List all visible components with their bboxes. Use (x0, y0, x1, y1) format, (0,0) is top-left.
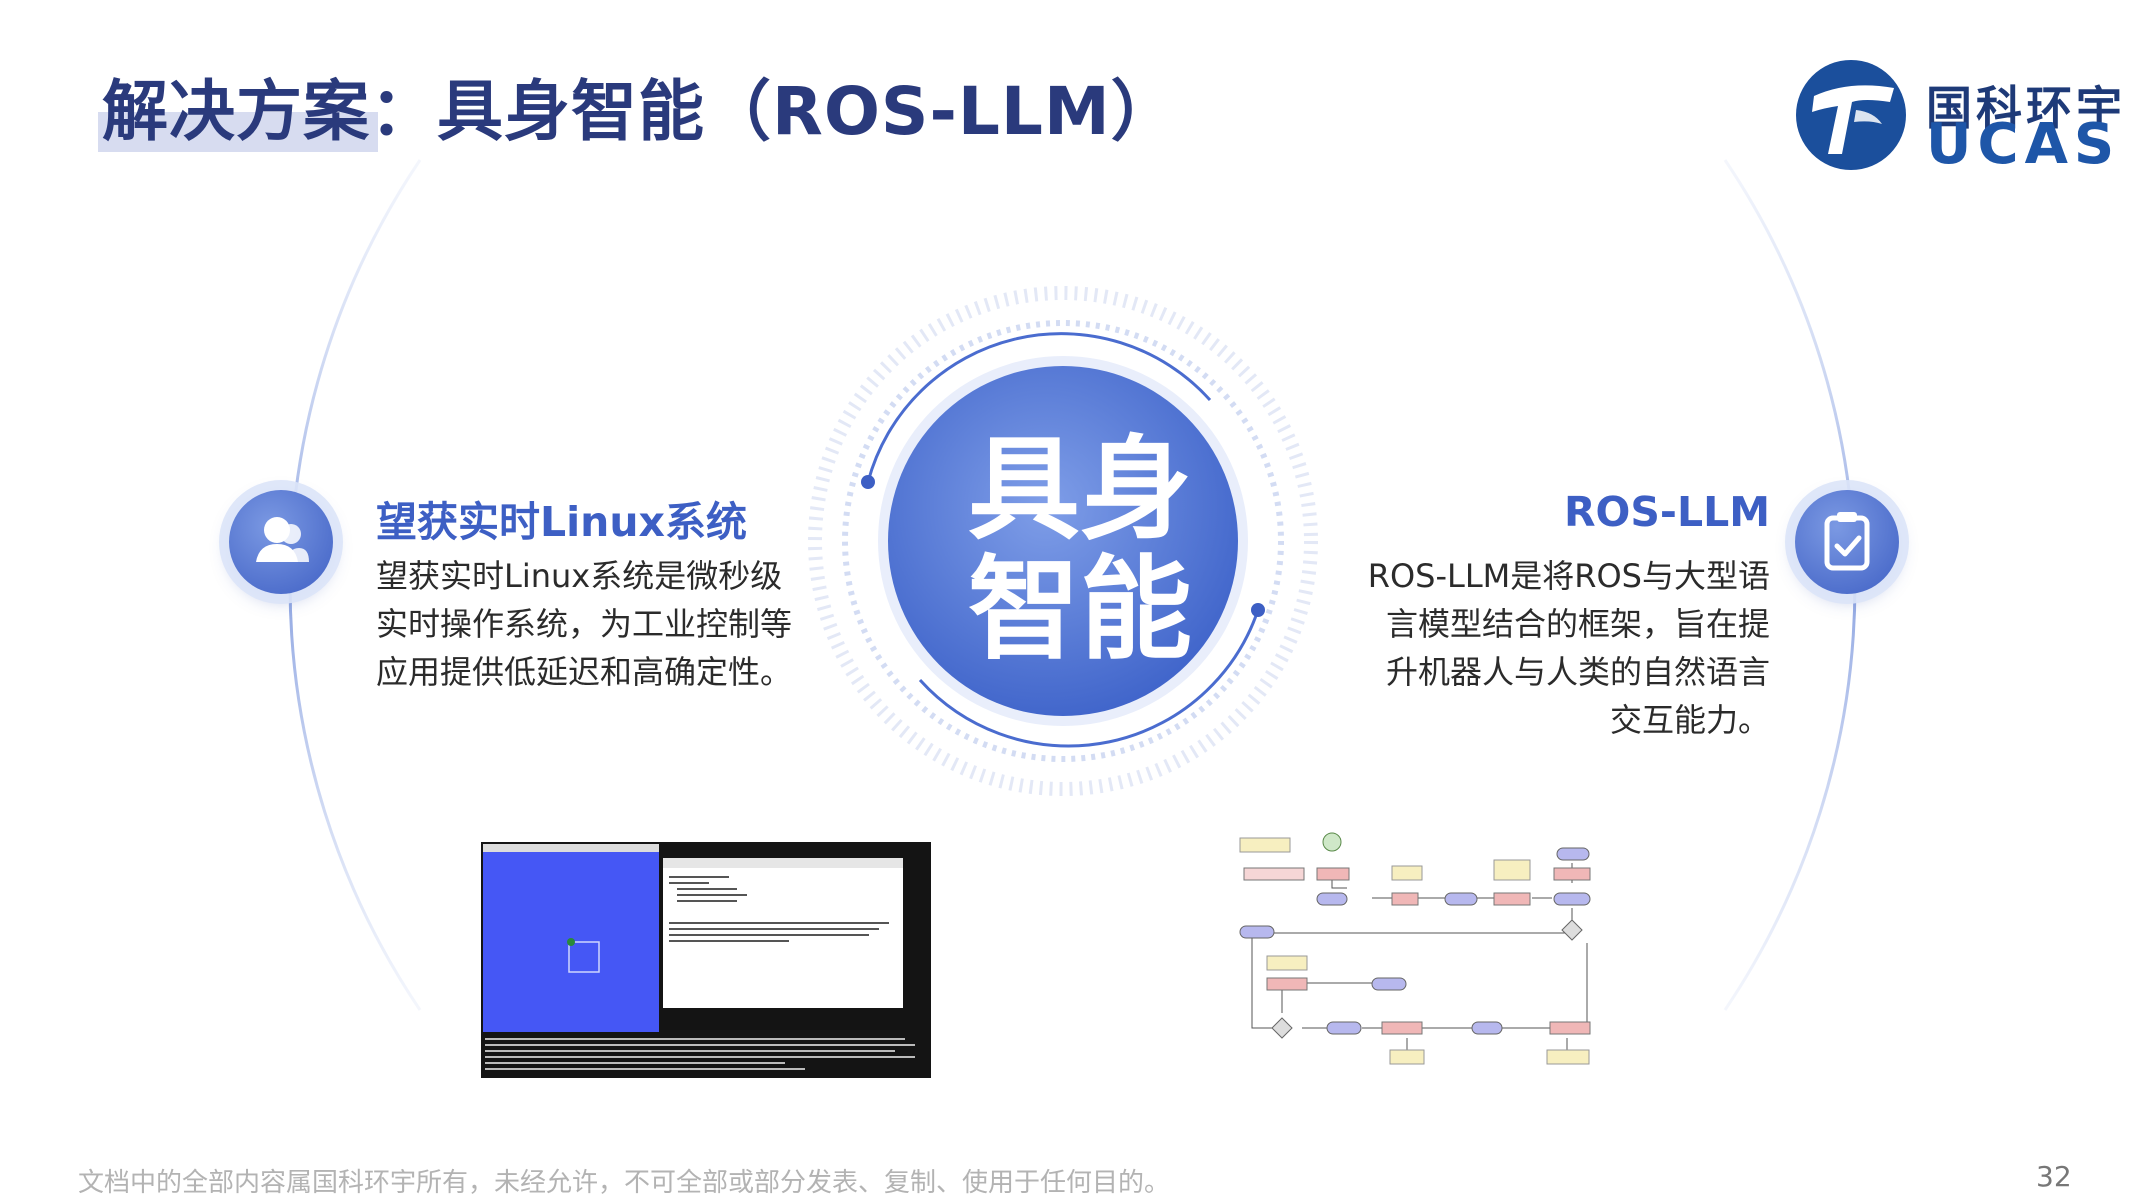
right-heading: ROS-LLM (1563, 488, 1770, 536)
logo-english-text: UCAS (1926, 112, 2121, 177)
center-label-line2: 智能 (968, 545, 1192, 675)
center-label-line1: 具身 (968, 425, 1192, 555)
left-description: 望获实时Linux系统是微秒级实时操作系统，为工业控制等应用提供低延迟和高确定性… (376, 557, 793, 691)
checklist-icon (1795, 490, 1899, 594)
page-title: 解决方案：具身智能（ROS-LLM） (102, 73, 1178, 150)
ucas-logo-icon (1796, 60, 1906, 170)
page-number: 32 (2036, 1160, 2072, 1193)
title-underline (98, 112, 378, 152)
logo-chinese-text: 国科环宇 (1926, 81, 2126, 135)
left-heading: 望获实时Linux系统 (376, 498, 748, 546)
linux-screenshot-image (481, 842, 931, 1078)
ros-llm-flowchart-image (1232, 828, 1612, 1078)
user-icon (229, 490, 333, 594)
right-description: ROS-LLM是将ROS与大型语言模型结合的框架，旨在提升机器人与人类的自然语言… (1367, 557, 1770, 739)
center-label: 具身 智能 (960, 430, 1200, 670)
footer-disclaimer: 文档中的全部内容属国科环宇所有，未经允许，不可全部或部分发表、复制、使用于任何目… (78, 1168, 1171, 1198)
